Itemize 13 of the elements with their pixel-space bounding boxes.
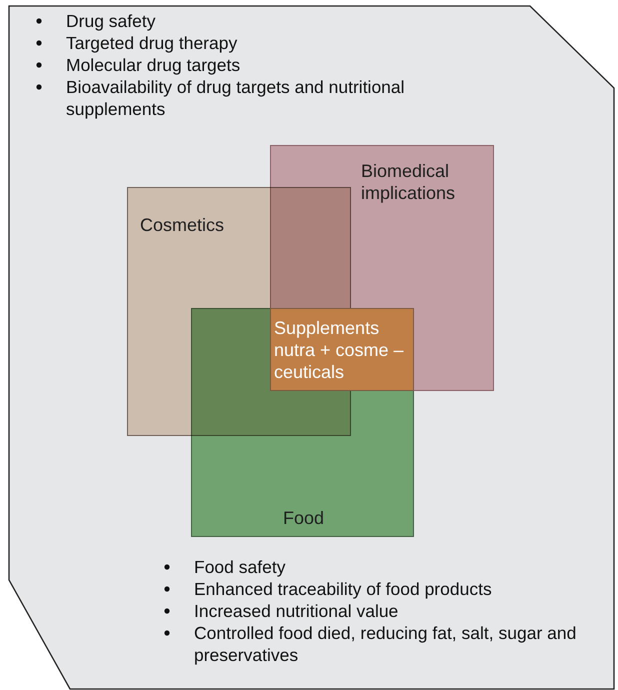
bullet-item: Targeted drug therapy (66, 33, 238, 53)
bullet-item: Drug safety (66, 11, 156, 31)
category-label: Biomedical implications (361, 160, 456, 204)
bullet-item: Enhanced traceability of food products (194, 579, 492, 599)
category-label: Cosmetics (140, 214, 226, 236)
category-label: Food (282, 507, 326, 529)
bullet-item: Food safety (194, 557, 286, 577)
bullet-item: Controlled food died, reducing fat, salt, sugar and preservatives (194, 623, 576, 665)
bullet-item: Molecular drug targets (66, 55, 240, 75)
bullet-item: Increased nutritional value (194, 601, 398, 621)
bullet-item: Bioavailability of drug targets and nutritional supplements (66, 77, 405, 119)
overlap-region (270, 308, 414, 391)
region-label: Supplements nutra + cosme –ceuticals (274, 317, 405, 383)
